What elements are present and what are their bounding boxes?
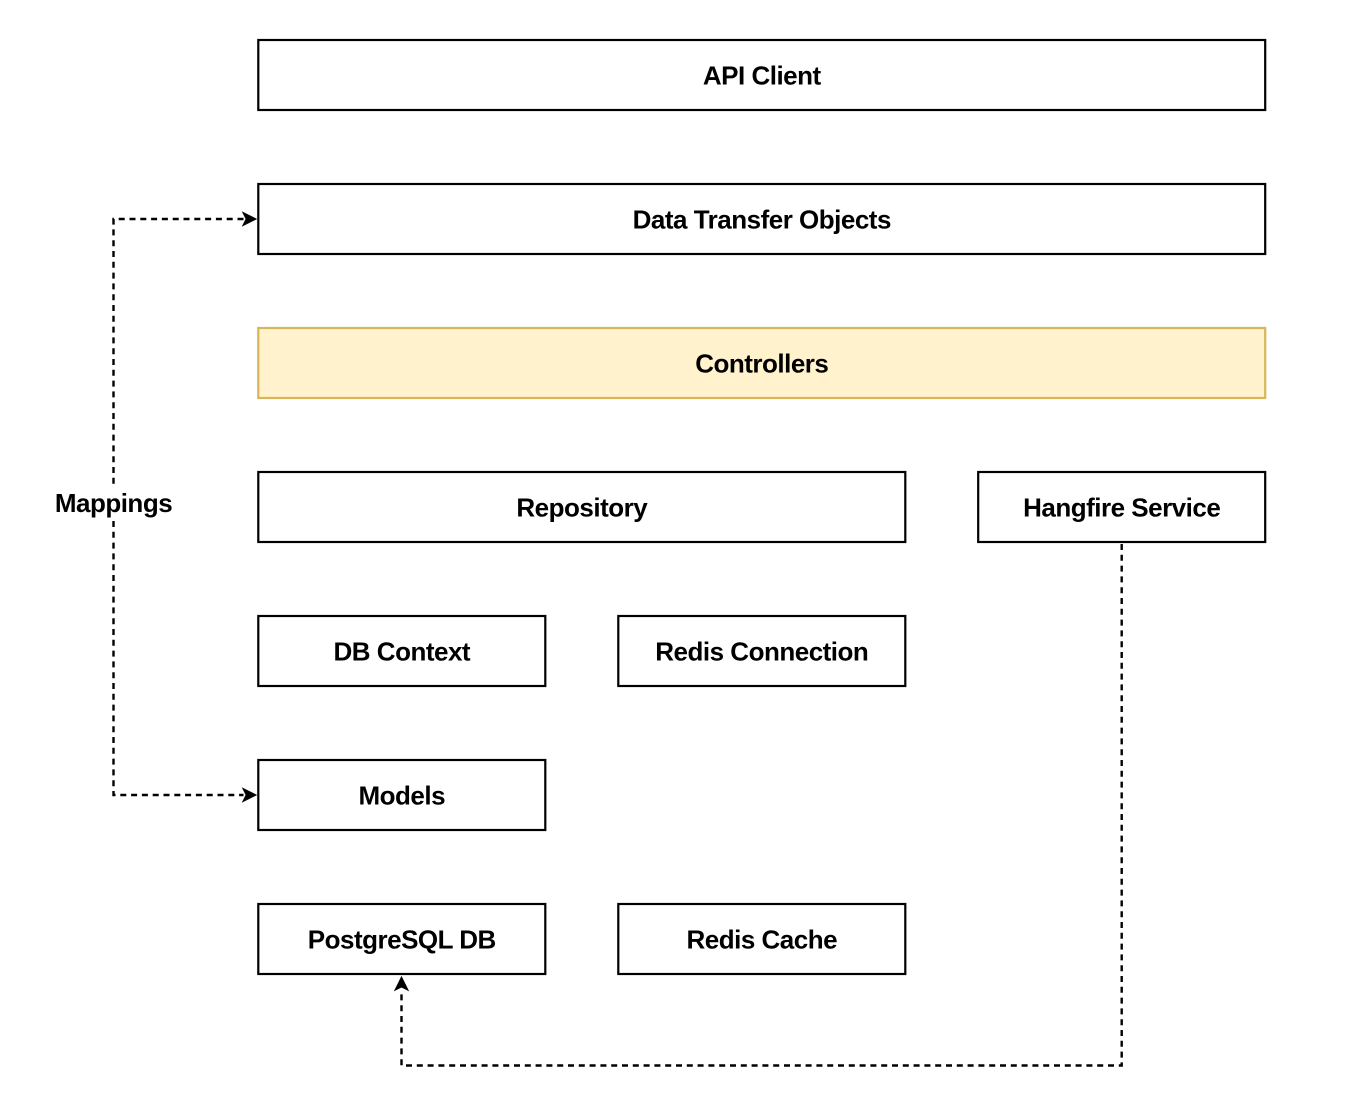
svg-text:PostgreSQL DB: PostgreSQL DB <box>308 924 496 954</box>
svg-text:API Client: API Client <box>703 60 822 90</box>
svg-text:Data Transfer Objects: Data Transfer Objects <box>633 204 891 234</box>
svg-text:Mappings: Mappings <box>55 488 172 518</box>
svg-text:Redis Cache: Redis Cache <box>687 924 838 954</box>
svg-text:Controllers: Controllers <box>695 348 828 378</box>
svg-text:Hangfire Service: Hangfire Service <box>1023 492 1220 522</box>
svg-text:Repository: Repository <box>516 492 648 522</box>
svg-text:Redis Connection: Redis Connection <box>655 636 868 666</box>
svg-text:DB Context: DB Context <box>334 636 471 666</box>
svg-text:Models: Models <box>359 780 446 810</box>
